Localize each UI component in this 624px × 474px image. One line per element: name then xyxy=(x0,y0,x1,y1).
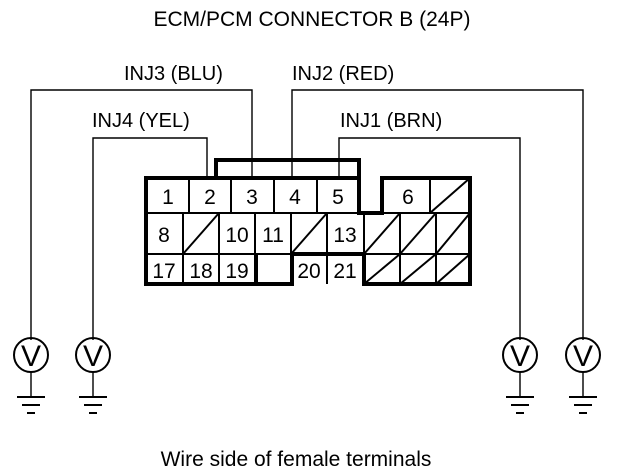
empty-cavity-slash xyxy=(429,177,471,214)
voltmeter-symbol: V xyxy=(510,340,530,373)
voltmeter-symbol: V xyxy=(573,340,593,373)
wire-inj4 xyxy=(92,137,208,340)
pin-20: 20 xyxy=(297,260,320,283)
wire-inj3 xyxy=(30,89,253,340)
empty-cavity-slash xyxy=(399,253,437,285)
ground-icon xyxy=(17,396,45,414)
voltmeter-inj4: V xyxy=(75,337,111,396)
connector-body xyxy=(144,176,472,286)
pin-8: 8 xyxy=(158,224,170,247)
pin-1: 1 xyxy=(162,186,174,209)
pin-2: 2 xyxy=(204,186,216,209)
pin-4: 4 xyxy=(289,186,301,209)
pin-21: 21 xyxy=(333,260,356,283)
pin-19: 19 xyxy=(225,260,248,283)
ground-icon xyxy=(79,396,107,414)
wire-inj1 xyxy=(338,137,521,340)
empty-cavity-slash xyxy=(363,212,401,255)
voltmeter-inj1: V xyxy=(502,337,538,396)
pin-17: 17 xyxy=(152,260,175,283)
ground-icon xyxy=(569,396,597,414)
voltmeter-inj3: V xyxy=(13,337,49,396)
voltmeter-inj2: V xyxy=(565,337,601,396)
pin-6: 6 xyxy=(402,186,414,209)
diagram-caption: Wire side of female terminals xyxy=(161,448,432,471)
label-inj1: INJ1 (BRN) xyxy=(340,110,442,132)
diagram-title: ECM/PCM CONNECTOR B (24P) xyxy=(154,8,471,31)
pin-13: 13 xyxy=(333,224,356,247)
voltmeter-symbol: V xyxy=(21,340,41,373)
empty-cavity-slash xyxy=(363,253,401,285)
connector-lock-tab xyxy=(214,158,361,178)
empty-cavity-slash xyxy=(290,212,328,255)
label-inj2: INJ2 (RED) xyxy=(292,63,394,85)
label-inj4: INJ4 (YEL) xyxy=(92,110,190,132)
pin-18: 18 xyxy=(189,260,212,283)
pin-5: 5 xyxy=(332,186,344,209)
empty-cavity-slash xyxy=(435,253,471,285)
pin-3: 3 xyxy=(246,186,258,209)
empty-cavity-slash xyxy=(399,212,437,255)
pin-11: 11 xyxy=(262,224,284,247)
empty-cavity-slash xyxy=(435,212,471,255)
ground-icon xyxy=(506,396,534,414)
empty-cavity-slash xyxy=(182,212,220,255)
voltmeter-symbol: V xyxy=(83,340,103,373)
pin-10: 10 xyxy=(225,224,248,247)
label-inj3: INJ3 (BLU) xyxy=(124,63,223,85)
wire-inj2 xyxy=(291,89,584,340)
